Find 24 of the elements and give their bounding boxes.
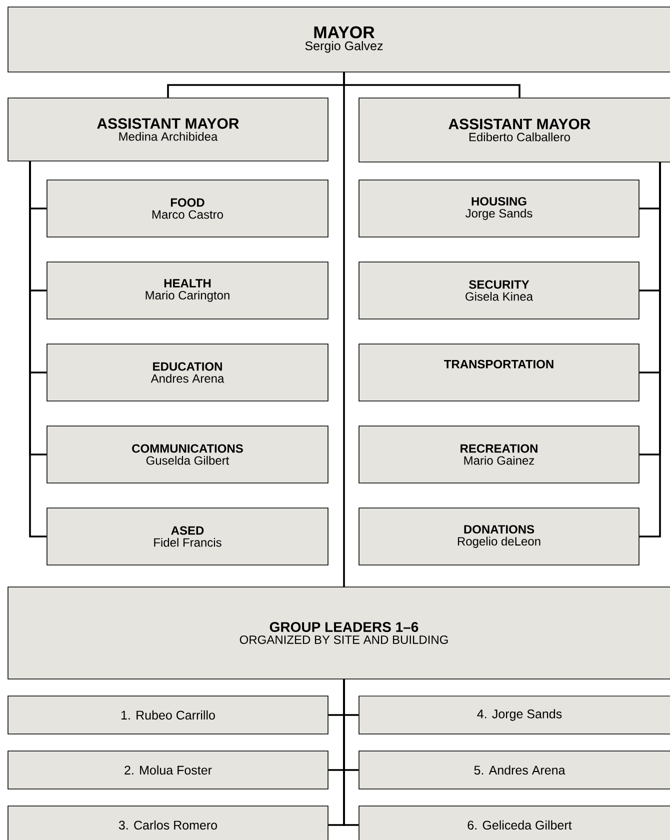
connector-line [639, 162, 661, 538]
org-box: 5. Andres Arena [358, 750, 670, 790]
org-box: FOOD Marco Castro [46, 180, 328, 238]
org-box: 1. Rubeo Carrillo [8, 696, 328, 734]
org-box: ASED Fidel Francis [46, 508, 328, 566]
org-box: ASSISTANT MAYOR Ediberto Calballero [358, 98, 670, 162]
org-box: MAYOR Sergio Galvez [8, 6, 670, 72]
org-box: HEALTH Mario Carington [46, 262, 328, 320]
org-box: 4. Jorge Sands [358, 696, 670, 734]
connector-line [343, 679, 359, 826]
connector-line [343, 72, 345, 587]
org-box: 6. Geliceda Gilbert [358, 806, 670, 840]
connector-line [29, 161, 47, 538]
org-box: RECREATION Mario Gainez [358, 426, 640, 484]
org-box: GROUP LEADERS 1–6 ORGANIZED BY SITE AND BUILDING [8, 586, 670, 680]
org-box: ASSISTANT MAYOR Medina Archibidea [8, 98, 328, 162]
org-box: COMMUNICATIONS Guselda Gilbert [46, 426, 328, 484]
org-box: SECURITY Gisela Kinea [358, 262, 640, 320]
org-box: TRANSPORTATION [358, 344, 640, 402]
org-box: 3. Carlos Romero [8, 806, 328, 840]
org-box: DONATIONS Rogelio deLeon [358, 508, 640, 566]
org-box: EDUCATION Andres Arena [46, 344, 328, 402]
org-box: 2. Molua Foster [8, 750, 328, 790]
org-box: HOUSING Jorge Sands [358, 180, 640, 238]
